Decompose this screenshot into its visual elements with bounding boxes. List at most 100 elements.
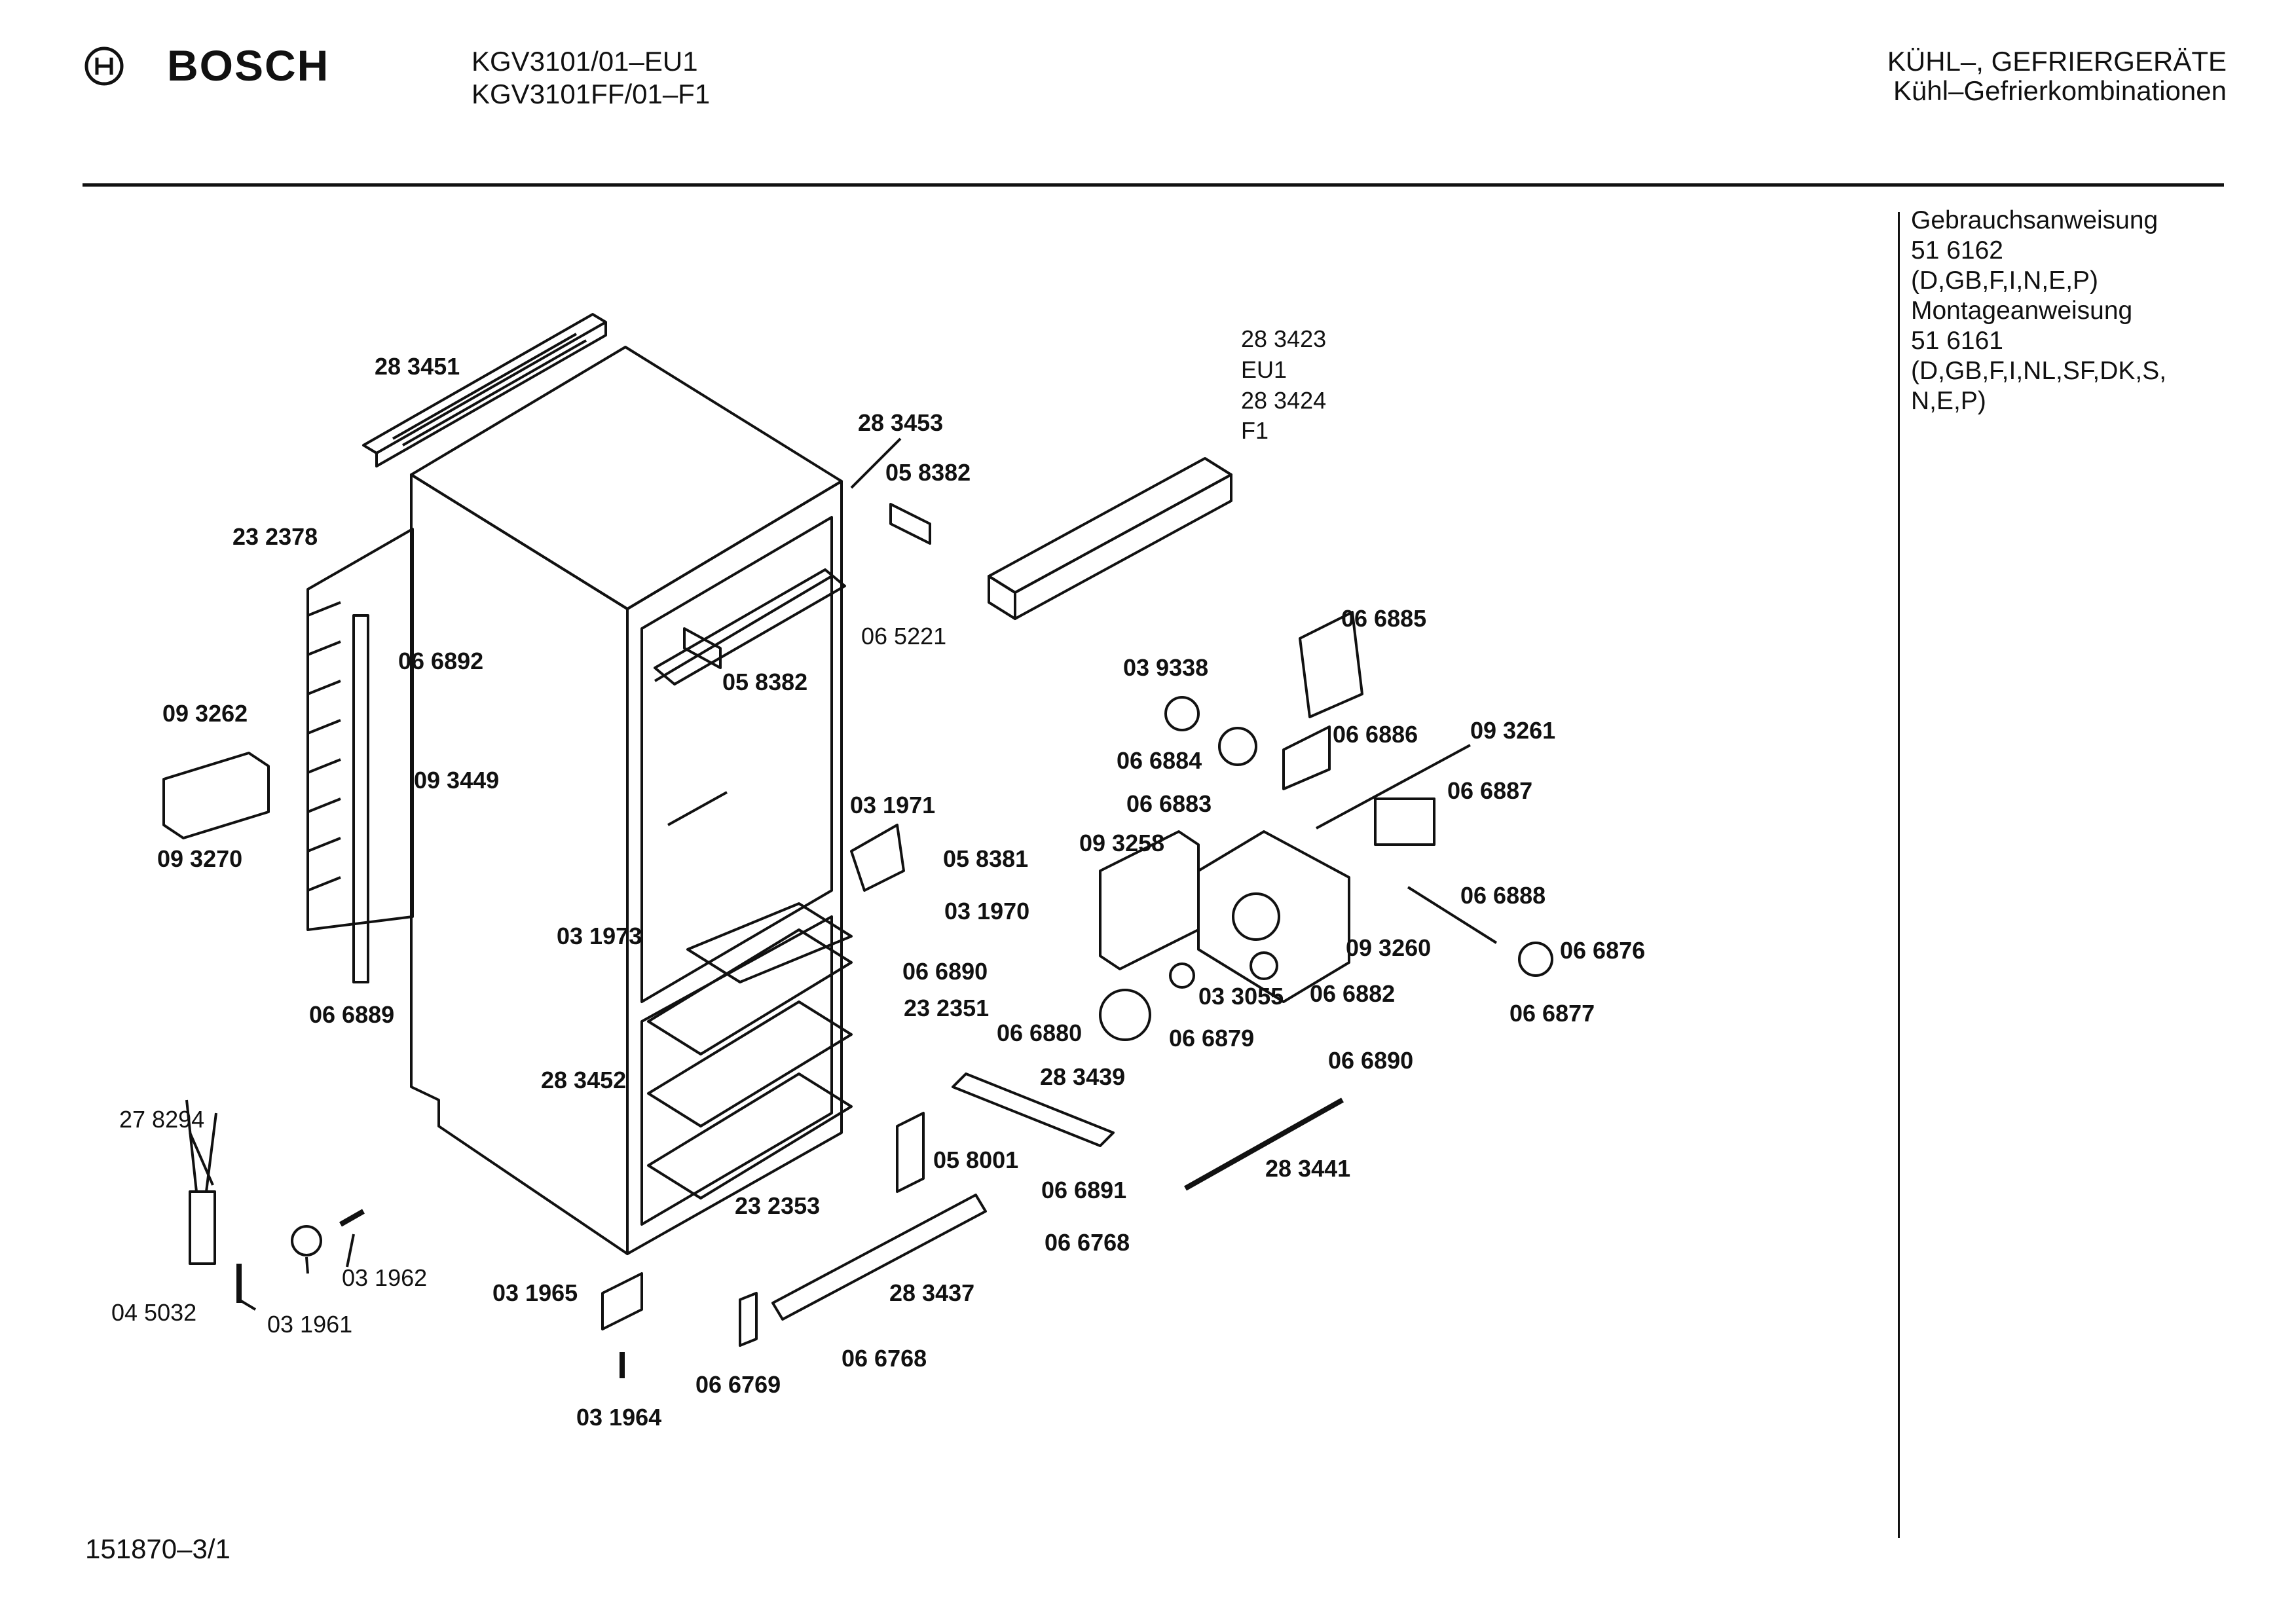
thermostat-sensor [1518,942,1553,977]
brand-name: BOSCH [167,41,330,90]
rod-066888 [1407,886,1498,944]
part-label: 06 6883 [1126,790,1212,817]
relay [1374,797,1435,846]
model-line-1: KGV3101/01–EU1 [472,46,698,77]
part-label: F1 [1241,417,1269,444]
part-label: 03 1961 [267,1311,353,1338]
part-label: 06 6884 [1117,747,1202,774]
part-label: 06 6890 [1328,1047,1414,1074]
part-label: 03 1970 [944,898,1030,925]
part-label: 03 1962 [342,1264,428,1291]
part-label: 03 9338 [1123,654,1209,681]
lamp-ring [1218,727,1257,766]
note-line: N,E,P) [1911,387,1986,415]
category-line-1: KÜHL–, GEFRIERGERÄTE [1887,46,2227,77]
control-cover [162,752,270,839]
model-line-2: KGV3101FF/01–F1 [472,79,711,109]
part-label: 05 8382 [885,459,971,486]
part-label: 06 5221 [861,623,947,650]
part-label: 06 6882 [1310,980,1396,1007]
valve-066885 [1299,611,1363,718]
cabinet-body [410,346,846,1255]
part-label: 06 6891 [1041,1177,1127,1203]
part-label: 05 8382 [722,669,808,695]
part-label: 23 2353 [735,1192,821,1219]
part-label: 09 3270 [157,845,243,872]
part-label: 03 3055 [1198,983,1284,1010]
strip-283439 [952,1072,1115,1147]
note-line: 51 6161 [1911,327,2003,355]
light-cover [988,457,1232,620]
part-label: 06 6888 [1460,882,1546,909]
part-label: 23 2351 [904,995,990,1021]
bracket-inner [683,627,722,669]
note-line: (D,GB,F,I,N,E,P) [1911,266,2099,295]
part-label: 05 8381 [943,845,1029,872]
valve-066886 [1282,725,1331,790]
part-label: 28 3437 [889,1279,975,1306]
door-rail [352,614,369,983]
part-label: 05 8001 [933,1146,1019,1173]
trim-283437 [771,1194,987,1321]
bosch-logo-icon [84,46,124,86]
part-label: 06 6879 [1169,1025,1255,1052]
part-label: 06 6768 [842,1345,927,1372]
shelves [647,902,853,1200]
part-label: 28 3452 [541,1067,627,1093]
part-label: 28 3451 [375,353,460,380]
part-label: 06 6768 [1045,1229,1130,1256]
part-label: 06 6880 [997,1019,1083,1046]
part-label: 28 3439 [1040,1063,1126,1090]
part-label: 28 3441 [1265,1155,1351,1182]
lamp-socket [1164,696,1200,731]
part-label: 06 6892 [398,648,484,674]
cap [291,1225,322,1256]
bracket-031971 [850,824,905,892]
part-label: EU1 [1241,356,1287,383]
part-label: 28 3423 [1241,325,1327,352]
filter-drier [189,1190,216,1265]
part-label: 06 6876 [1560,937,1646,964]
part-label: 06 6886 [1333,721,1418,748]
part-label: 09 3261 [1470,717,1556,744]
part-label: 03 1965 [492,1279,578,1306]
part-label: 28 3424 [1241,387,1327,414]
knob [1099,989,1151,1041]
part-label: 06 6769 [695,1371,781,1398]
part-label: 09 3449 [414,767,500,794]
part-label: 03 1973 [557,923,642,949]
part-label: 06 6885 [1341,605,1427,632]
part-label: 06 6887 [1447,777,1533,804]
bracket-top [889,503,931,545]
part-label: 28 3453 [858,409,944,436]
hinge-058001 [896,1112,925,1193]
part-label: 03 1964 [576,1404,662,1431]
hinge-031965 [601,1272,643,1330]
note-line: Montageanweisung [1911,297,2133,325]
part-label: 03 1971 [850,792,936,818]
part-label: 09 3260 [1346,934,1432,961]
part-label: 09 3258 [1079,830,1165,856]
rod-283441 [1184,1097,1344,1191]
part-label: 06 6890 [902,958,988,985]
clip-066769 [739,1292,758,1347]
part-label: 06 6877 [1509,1000,1595,1027]
note-line: Gebrauchsanweisung [1911,206,2158,234]
header-divider [83,183,2224,187]
control-housing [1197,830,1350,1003]
condenser-coil [306,528,414,931]
part-label: 09 3262 [162,700,248,727]
note-line: (D,GB,F,I,NL,SF,DK,S, [1911,357,2167,385]
dial [1232,892,1280,941]
switch-knob [1250,951,1278,980]
plug [1169,962,1195,989]
part-label: 27 8294 [119,1106,205,1133]
part-label: 23 2378 [232,523,318,550]
part-label: 04 5032 [111,1299,197,1326]
top-grille [362,313,607,467]
note-line: 51 6162 [1911,236,2003,265]
category-line-2: Kühl–Gefrierkombinationen [1893,75,2227,106]
notes-divider [1898,212,1900,1538]
part-label: 06 6889 [309,1001,395,1028]
